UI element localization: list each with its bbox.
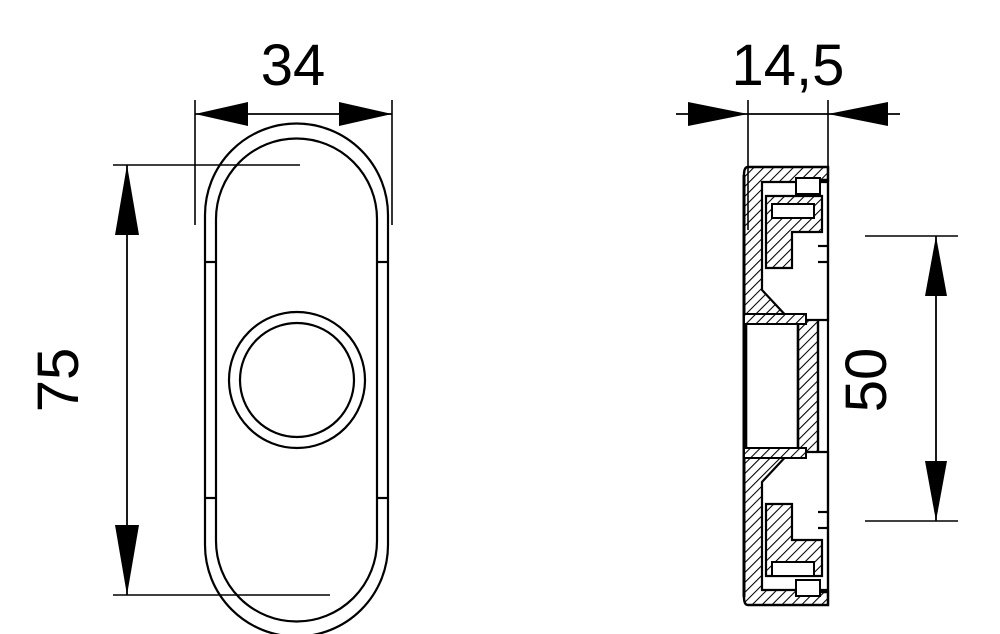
dim-50-arrow-top xyxy=(925,236,947,296)
side-section-view: 14,5 50 xyxy=(676,33,958,607)
front-boss-inner-circle xyxy=(238,321,356,439)
section-center-lip-top xyxy=(743,313,807,325)
dim-50-label: 50 xyxy=(834,348,899,413)
dim-50-arrow-bottom xyxy=(925,461,947,521)
dim-14-5-label: 14,5 xyxy=(732,33,845,98)
front-view: 34 75 xyxy=(26,33,393,634)
dimension-75: 75 xyxy=(26,164,330,596)
front-boss-outer-circle xyxy=(227,310,367,450)
dim-14-5-arrow-left xyxy=(688,102,748,126)
section-center-lip-bottom xyxy=(743,447,807,459)
dimension-34: 34 xyxy=(194,33,393,225)
section-slot-upper-1 xyxy=(771,203,815,219)
section-slot-lower-2 xyxy=(795,579,821,597)
section-center-button-block xyxy=(744,320,800,452)
section-slot-lower-1 xyxy=(771,561,815,577)
dim-75-arrow-bottom xyxy=(115,525,139,595)
dim-75-arrow-top xyxy=(115,165,139,235)
dim-34-label: 34 xyxy=(261,33,326,98)
front-inner-oval-outline xyxy=(214,137,379,623)
front-outer-oval-outline xyxy=(203,122,390,634)
dimension-14-5: 14,5 xyxy=(676,33,900,230)
section-web-lower xyxy=(764,502,824,578)
dim-14-5-arrow-right xyxy=(828,102,888,126)
dimension-50: 50 xyxy=(834,235,958,522)
section-slot-upper-2 xyxy=(795,177,821,195)
dim-34-arrow-left xyxy=(195,102,248,126)
dim-75-label: 75 xyxy=(26,348,91,413)
dim-34-arrow-right xyxy=(339,102,392,126)
